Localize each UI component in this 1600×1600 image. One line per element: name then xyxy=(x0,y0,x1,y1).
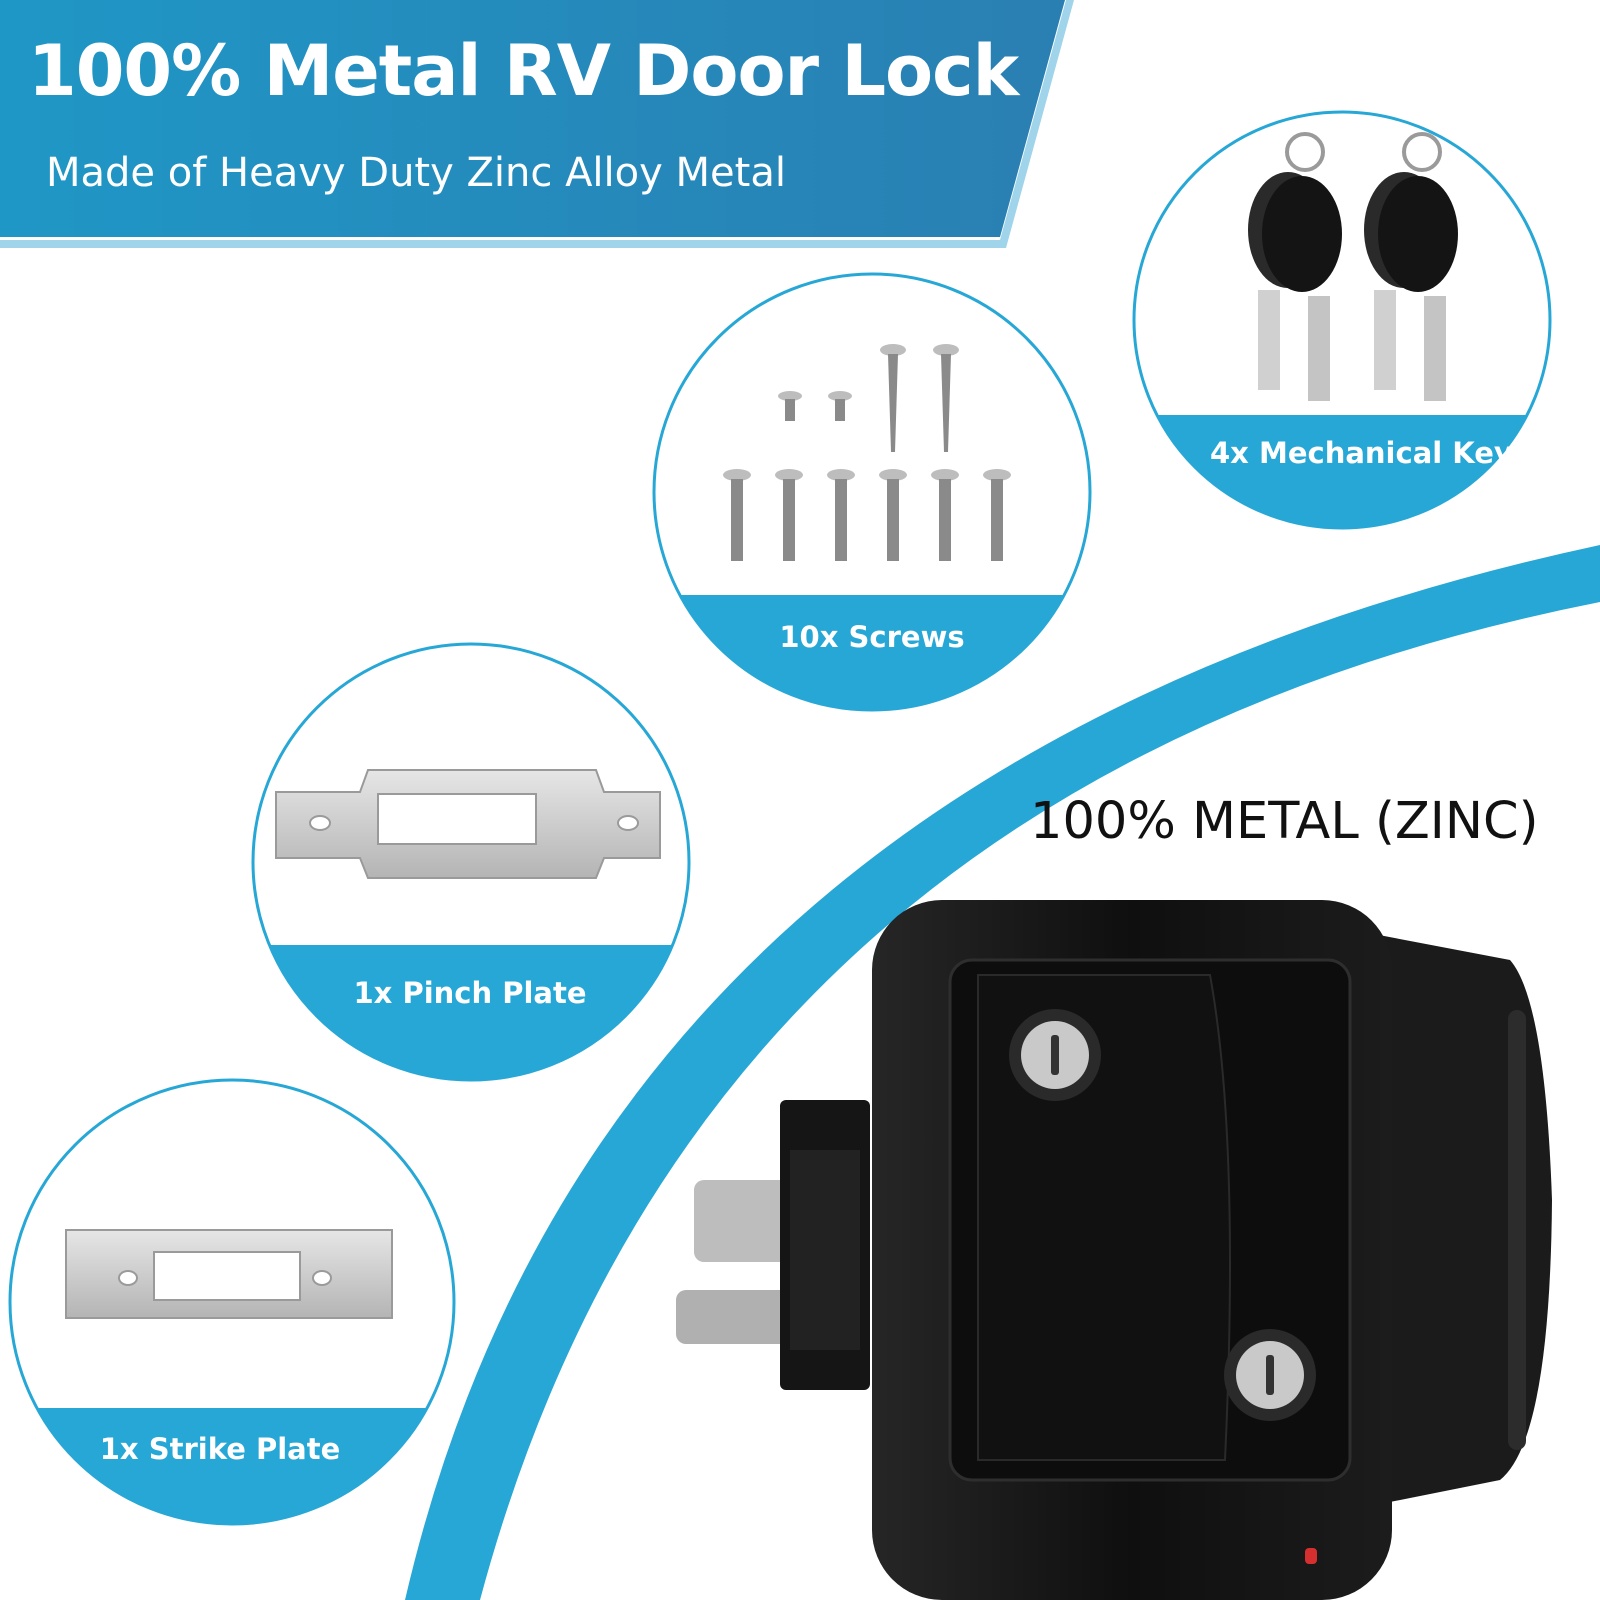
strike-plate-circle xyxy=(8,1078,456,1526)
strike-plate-label: 1x Strike Plate xyxy=(99,1432,341,1466)
header-banner xyxy=(0,0,1065,237)
screws-label: 10x Screws xyxy=(779,620,965,654)
door-lock xyxy=(676,900,1552,1600)
keys-label: 4x Mechanical Keys xyxy=(1210,436,1531,470)
pinch-plate-circle xyxy=(251,642,691,1082)
page-subtitle: Made of Heavy Duty Zinc Alloy Metal xyxy=(46,150,786,196)
material-label: 100% METAL (ZINC) xyxy=(1030,792,1539,851)
screws-circle xyxy=(652,272,1092,712)
pinch-plate-label: 1x Pinch Plate xyxy=(353,976,587,1010)
page-title: 100% Metal RV Door Lock xyxy=(28,30,1019,112)
keys-circle xyxy=(1132,110,1552,530)
